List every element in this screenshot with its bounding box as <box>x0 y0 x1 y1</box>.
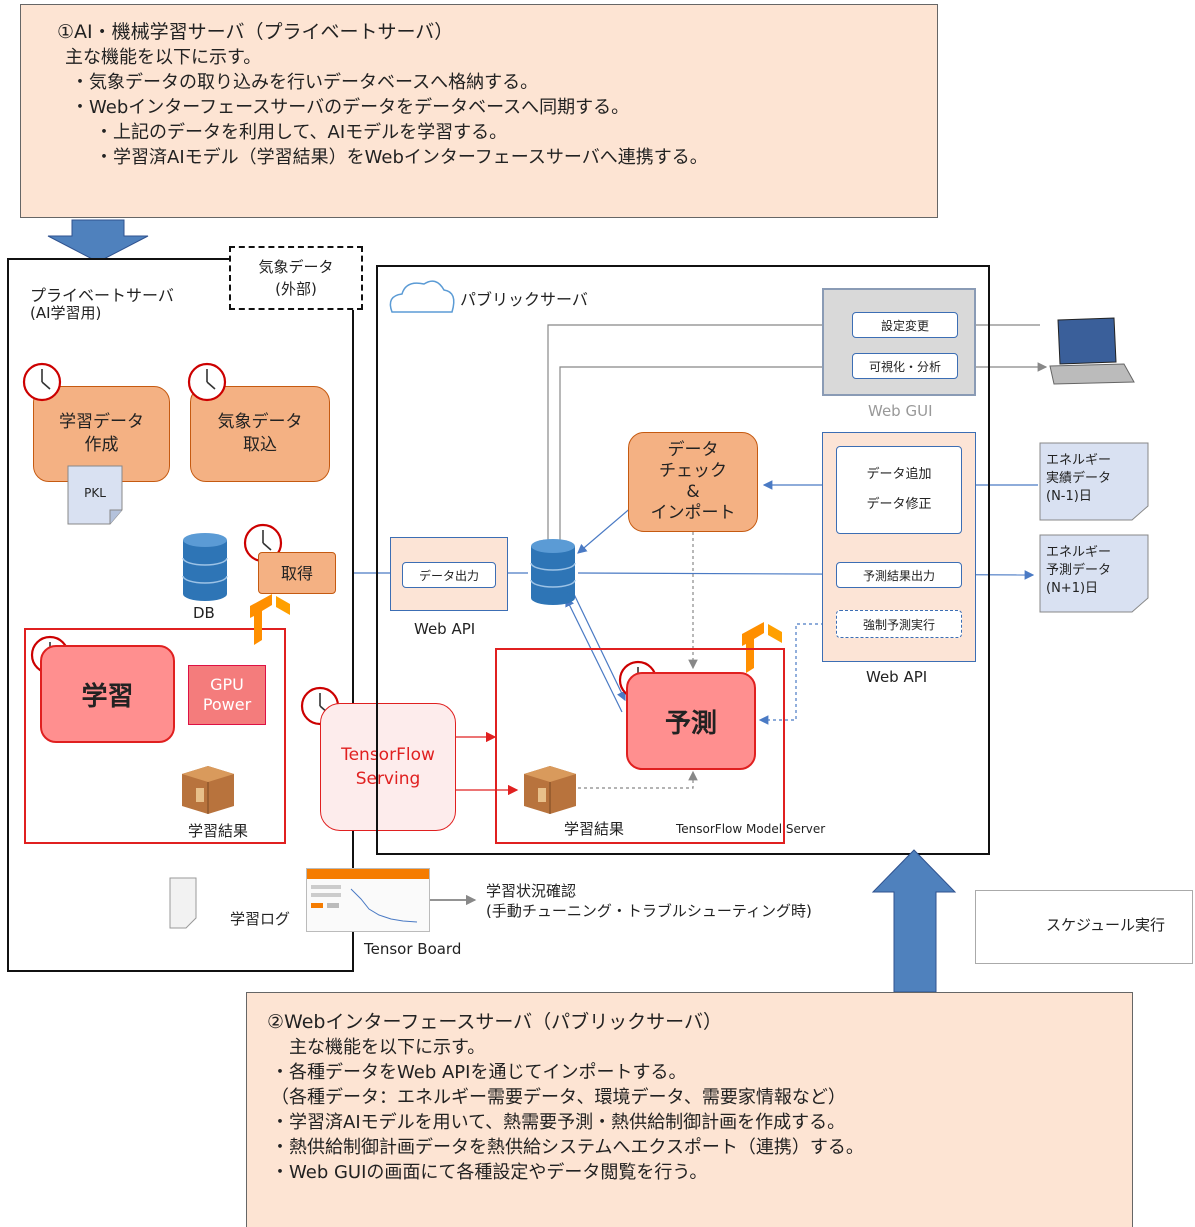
public-train-result-label: 学習結果 <box>564 820 625 838</box>
callout-web-server-title: ②Webインターフェースサーバ（パブリックサーバ） <box>267 1011 722 1033</box>
data-fix-label: データ修正 <box>866 497 932 512</box>
train-log-label: 学習ログ <box>230 910 291 928</box>
private-train-result-label: 学習結果 <box>188 822 249 840</box>
visualize-button[interactable]: 可視化・分析 <box>852 353 958 379</box>
data-add-fix-box[interactable]: データ追加 データ修正 <box>836 446 962 534</box>
public-server-box <box>376 265 990 855</box>
fetch-box: 取得 <box>258 552 336 594</box>
data-add-label: データ追加 <box>866 467 932 482</box>
tensor-board-screenshot <box>306 868 430 932</box>
web-gui-panel <box>822 288 976 396</box>
train-box: 学習 <box>40 645 175 743</box>
model-server-label: TensorFlow Model Server <box>676 822 826 836</box>
callout-line: 主な機能を以下に示す。 <box>65 47 262 68</box>
callout-line: ・学習済AIモデル（学習結果）をWebインターフェースサーバへ連携する。 <box>95 147 708 168</box>
energy-actual-document: エネルギー 実績データ (N-1)日 <box>1046 453 1112 504</box>
weather-import-box: 気象データ 取込 <box>190 386 330 482</box>
tensor-board-label: Tensor Board <box>364 940 462 958</box>
callout-line: ・学習済AIモデルを用いて、熱需要予測・熱供給制御計画を作成する。 <box>271 1112 846 1133</box>
web-gui-label: Web GUI <box>868 402 933 420</box>
tensorflow-serving-box: TensorFlow Serving <box>320 703 456 831</box>
predict-box: 予測 <box>626 672 756 770</box>
callout-line: ・各種データをWeb APIを通じてインポートする。 <box>271 1062 687 1083</box>
predict-output-button[interactable]: 予測結果出力 <box>836 562 962 588</box>
legend-box <box>975 890 1193 964</box>
data-output-button[interactable]: データ出力 <box>402 562 496 588</box>
callout-line: （各種データ：エネルギー需要データ、環境データ、需要家情報など） <box>271 1087 846 1108</box>
callout-line: ・上記のデータを利用して、AIモデルを学習する。 <box>95 122 508 143</box>
callout-line: ・Webインターフェースサーバのデータをデータベースへ同期する。 <box>71 97 630 118</box>
train-data-create-box: 学習データ 作成 <box>33 386 170 482</box>
private-server-title: プライベートサーバ <box>30 286 174 305</box>
energy-forecast-document: エネルギー 予測データ (N+1)日 <box>1046 545 1112 596</box>
private-server-box <box>7 258 354 972</box>
private-db-label: DB <box>193 604 215 622</box>
callout-ai-server: ①AI・機械学習サーバ（プライベートサーバ） 主な機能を以下に示す。 ・気象デー… <box>20 4 938 218</box>
data-check-import-box: データ チェック & インポート <box>628 432 758 532</box>
callout-line: 主な機能を以下に示す。 <box>289 1037 486 1058</box>
callout-line: ・熱供給制御計画データを熱供給システムへエクスポート（連携）する。 <box>271 1137 864 1158</box>
public-server-title: パブリックサーバ <box>460 290 588 309</box>
status-check-sub-label: (手動チューニング・トラブルシューティング時) <box>486 902 812 920</box>
callout-line: ・Web GUIの画面にて各種設定やデータ閲覧を行う。 <box>271 1162 708 1183</box>
callout-web-server: ②Webインターフェースサーバ（パブリックサーバ） 主な機能を以下に示す。 ・各… <box>246 992 1133 1227</box>
pkl-label: PKL <box>84 486 106 500</box>
callout-ai-server-title: ①AI・機械学習サーバ（プライベートサーバ） <box>57 21 454 43</box>
weather-data-external: 気象データ (外部) <box>229 246 363 310</box>
web-api-left-label: Web API <box>414 620 476 638</box>
web-api-right-label: Web API <box>866 668 928 686</box>
model-server-region <box>495 648 785 844</box>
callout-line: ・気象データの取り込みを行いデータベースへ格納する。 <box>71 72 539 93</box>
status-check-label: 学習状況確認 <box>486 882 577 900</box>
gpu-power-box: GPU Power <box>188 665 266 725</box>
legend-label: スケジュール実行 <box>1046 916 1165 934</box>
private-server-subtitle: (AI学習用) <box>30 304 102 322</box>
training-region <box>24 628 286 844</box>
force-predict-button[interactable]: 強制予測実行 <box>836 610 962 638</box>
settings-button[interactable]: 設定変更 <box>852 312 958 338</box>
